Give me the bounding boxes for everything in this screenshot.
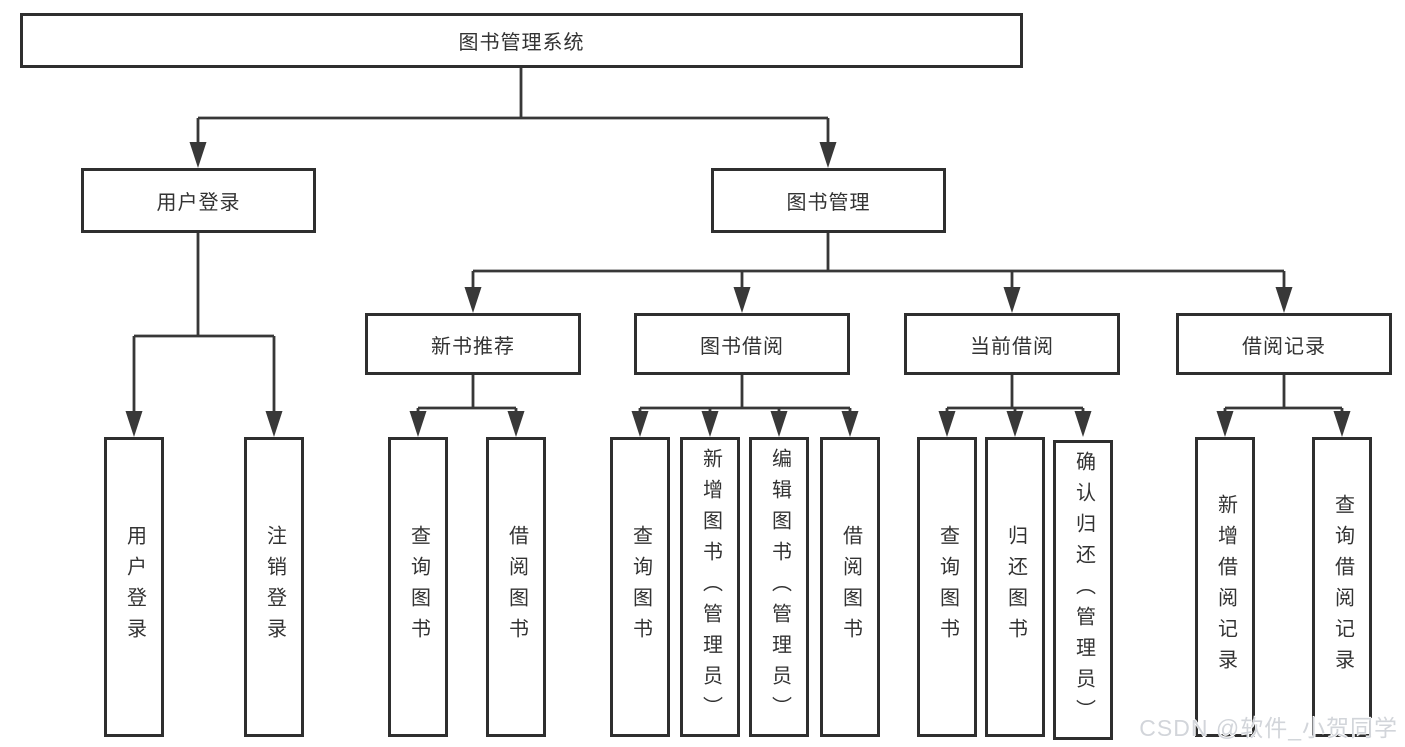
leaf-label: 用户登录 (123, 525, 146, 649)
leaf-user-login: 用户登录 (104, 437, 164, 737)
leaf-confirm-return-admin: 确认归还（管理员） (1053, 440, 1113, 740)
leaf-newbooks-query-books: 查询图书 (388, 437, 448, 737)
node-label: 新书推荐 (431, 335, 515, 358)
leaf-label: 确认归还（管理员） (1072, 450, 1095, 730)
leaf-add-borrow-record: 新增借阅记录 (1195, 437, 1255, 737)
leaf-label: 查询借阅记录 (1331, 494, 1354, 680)
node-current-borrowing: 当前借阅 (904, 313, 1120, 375)
leaf-label: 新增借阅记录 (1214, 494, 1237, 680)
node-book-borrowing: 图书借阅 (634, 313, 850, 375)
node-label: 图书借阅 (700, 335, 784, 358)
node-label: 图书管理 (786, 192, 871, 214)
leaf-current-query-books: 查询图书 (917, 437, 977, 737)
leaf-borrow-query-books: 查询图书 (610, 437, 670, 737)
leaf-label: 注销登录 (263, 525, 286, 649)
node-root-system: 图书管理系统 (20, 13, 1023, 68)
leaf-add-books-admin: 新增图书（管理员） (680, 437, 740, 737)
leaf-newbooks-borrow-books: 借阅图书 (486, 437, 546, 737)
leaf-label: 借阅图书 (505, 525, 528, 649)
leaf-label: 新增图书（管理员） (699, 447, 722, 727)
node-label: 用户登录 (156, 192, 241, 214)
node-label: 借阅记录 (1242, 335, 1326, 358)
leaf-label: 归还图书 (1004, 525, 1027, 649)
node-user-login: 用户登录 (81, 168, 316, 233)
node-borrowing-records: 借阅记录 (1176, 313, 1392, 375)
leaf-edit-books-admin: 编辑图书（管理员） (749, 437, 809, 737)
node-label: 当前借阅 (970, 335, 1054, 358)
leaf-label: 查询图书 (407, 525, 430, 649)
leaf-label: 编辑图书（管理员） (768, 447, 791, 727)
node-book-management: 图书管理 (711, 168, 946, 233)
leaf-label: 查询图书 (629, 525, 652, 649)
leaf-label: 查询图书 (936, 525, 959, 649)
leaf-borrow-borrow-books: 借阅图书 (820, 437, 880, 737)
leaf-query-borrow-record: 查询借阅记录 (1312, 437, 1372, 737)
leaf-return-books: 归还图书 (985, 437, 1045, 737)
node-label: 图书管理系统 (458, 32, 585, 54)
node-new-book-recommend: 新书推荐 (365, 313, 581, 375)
leaf-logout-login: 注销登录 (244, 437, 304, 737)
leaf-label: 借阅图书 (839, 525, 862, 649)
